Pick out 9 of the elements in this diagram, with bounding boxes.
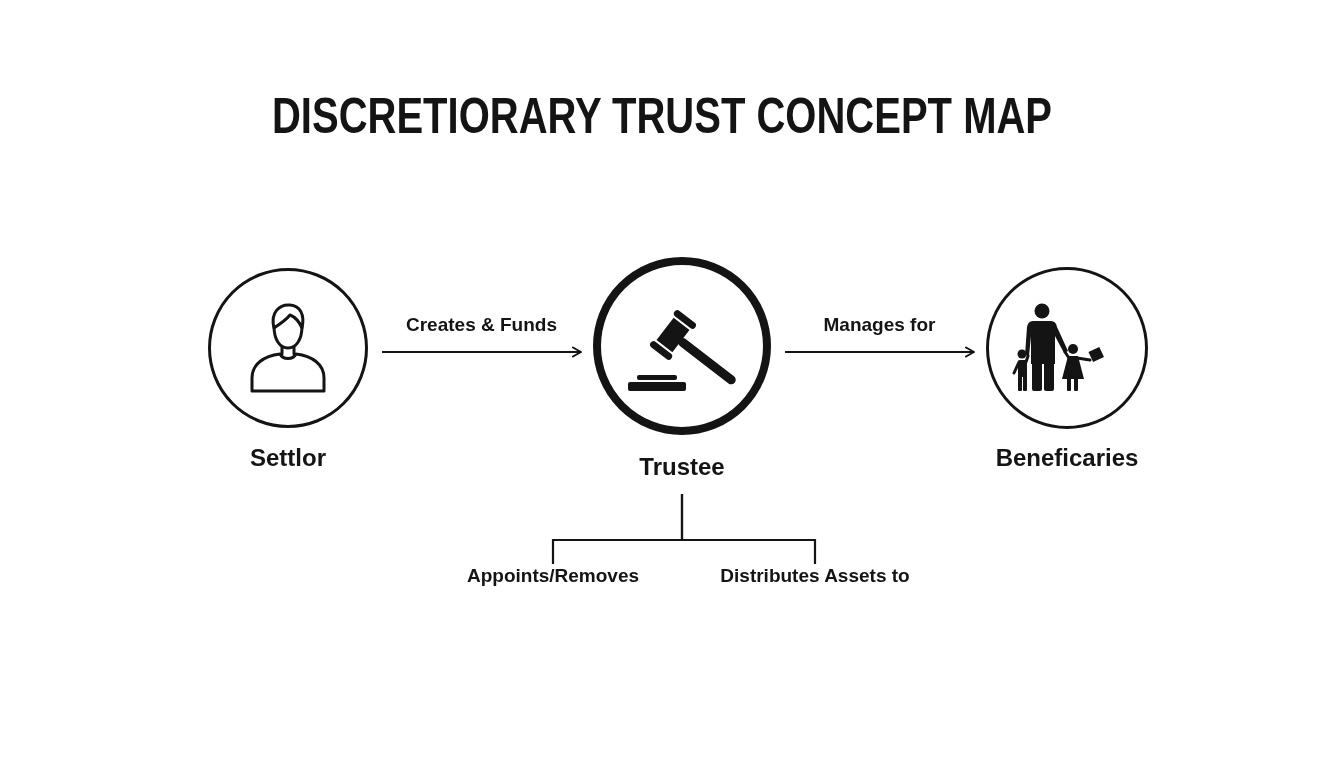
- node-label: Settlor: [250, 444, 326, 472]
- node-label: Beneficaries: [995, 444, 1139, 472]
- node-label: Trustee: [639, 453, 725, 481]
- branch-label: Distributes Assets to: [720, 564, 910, 588]
- arrow: [785, 346, 975, 358]
- branch-label: Appoints/Removes: [466, 564, 640, 588]
- diagram-title: DISCRETIORARY TRUST CONCEPT MAP: [272, 88, 1053, 144]
- connector-line: [680, 494, 817, 564]
- arrow: [382, 346, 582, 358]
